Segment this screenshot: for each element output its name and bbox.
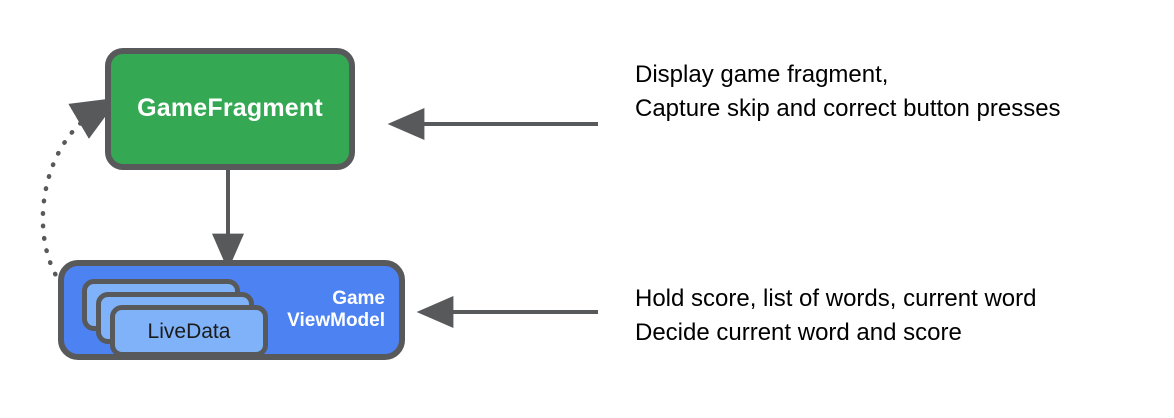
node-game-viewmodel-label: Game ViewModel [287, 288, 385, 331]
livedata-card-label: LiveData [147, 319, 231, 343]
node-game-fragment[interactable]: GameFragment [105, 48, 355, 170]
annotation-game-fragment: Display game fragment, Capture skip and … [635, 61, 1061, 123]
annotation-game-viewmodel: Hold score, list of words, current word … [635, 285, 1037, 347]
livedata-card-front[interactable]: LiveData [110, 305, 268, 357]
livedata-card-stack: LiveData [82, 279, 302, 357]
node-game-fragment-label: GameFragment [137, 94, 323, 123]
node-game-viewmodel[interactable]: LiveData Game ViewModel [58, 260, 405, 360]
